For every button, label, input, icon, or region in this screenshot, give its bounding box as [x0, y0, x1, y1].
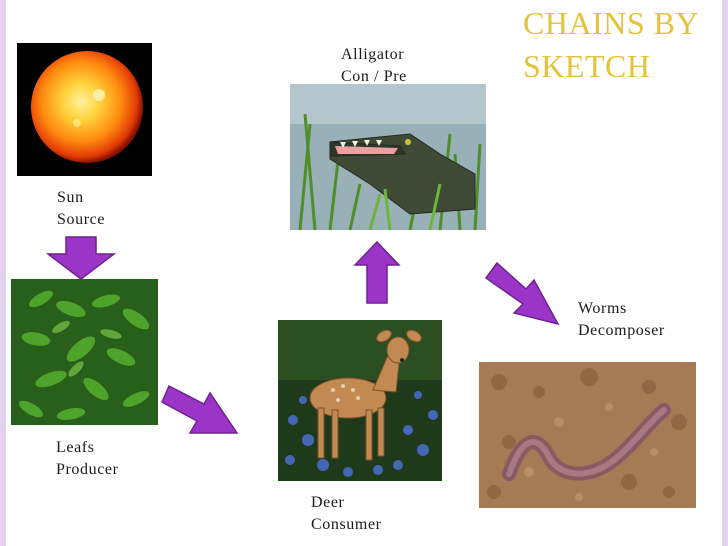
leafs-label: Leafs Producer: [56, 437, 119, 480]
arrow-deer-to-alligator: [353, 240, 401, 304]
alligator-image: [290, 84, 486, 230]
right-accent-bar: [722, 0, 728, 546]
sun-label-line1: Sun: [57, 189, 84, 206]
deer-label: Deer Consumer: [311, 492, 382, 535]
sun-image: [17, 43, 152, 176]
worm-image: [479, 362, 696, 508]
leafs-label-line1: Leafs: [56, 439, 95, 456]
sun-label: Sun Source: [57, 187, 105, 230]
leafs-image: [11, 279, 158, 425]
worms-label-line1: Worms: [578, 300, 627, 317]
worms-label-line2: Decomposer: [578, 321, 665, 339]
deer-label-line1: Deer: [311, 494, 345, 511]
arrow-leafs-to-deer: [161, 384, 239, 434]
slide-title-line1: CHAINS BY: [523, 5, 700, 41]
arrow-alligator-to-worms: [484, 261, 560, 326]
slide-title-line2: SKETCH: [523, 48, 651, 84]
alligator-label-line1: Alligator: [341, 46, 405, 63]
deer-label-line2: Consumer: [311, 515, 382, 533]
sun-label-line2: Source: [57, 210, 106, 228]
arrow-sun-to-leafs: [45, 236, 117, 280]
slide-title: CHAINS BY SKETCH: [523, 2, 699, 88]
left-accent-bar: [0, 0, 6, 546]
alligator-label-line2: Con / Pre: [341, 67, 407, 85]
worms-label: Worms Decomposer: [578, 298, 665, 341]
alligator-label: Alligator Con / Pre: [341, 44, 407, 87]
leafs-label-line2: Producer: [56, 460, 119, 478]
deer-image: [278, 320, 442, 481]
